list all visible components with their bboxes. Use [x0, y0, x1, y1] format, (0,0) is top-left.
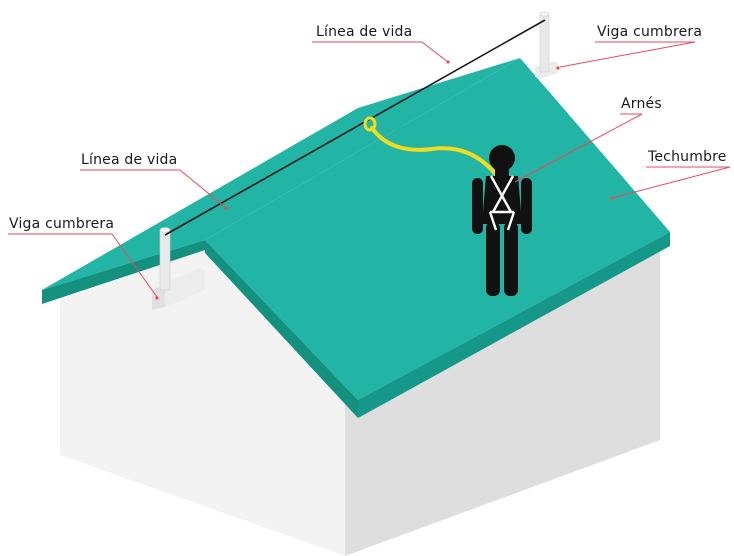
- label-techumbre: Techumbre: [647, 149, 727, 165]
- leader-dot-techumbre: [610, 196, 614, 200]
- leader-dot-linea-vida-left: [224, 206, 228, 210]
- label-linea-vida-top: Línea de vida: [316, 24, 412, 40]
- label-linea-vida-left: Línea de vida: [81, 152, 177, 168]
- leader-viga-left: [8, 233, 158, 298]
- harness-straps: [488, 175, 516, 231]
- roof-eave-edge: [358, 232, 670, 418]
- ridge-beam-left: [152, 227, 205, 310]
- post-left: [159, 229, 171, 291]
- ridge-beam-right: [535, 11, 560, 79]
- side-wall: [345, 250, 660, 556]
- label-viga-cumbrera-left: Viga cumbrera: [9, 216, 114, 232]
- beam-block-left: [160, 268, 205, 307]
- worker-figure: [472, 145, 532, 296]
- leader-linea-vida-top: [312, 41, 449, 63]
- label-arnes: Arnés: [621, 96, 662, 112]
- leader-dot-viga-right: [556, 66, 560, 70]
- roof-front-slope: [205, 58, 670, 400]
- leader-dot-linea-vida-top: [446, 60, 450, 64]
- leader-linea-vida-left: [80, 169, 227, 209]
- leader-dot-viga-left: [155, 296, 159, 300]
- leader-viga-top: [559, 41, 696, 68]
- lifeline-cable: [164, 19, 546, 236]
- leader-lines: [8, 41, 731, 298]
- leader-techumbre: [611, 166, 731, 199]
- leader-arnes: [514, 113, 643, 183]
- roof-front-slope-edge: [205, 240, 358, 418]
- lanyard: [363, 116, 502, 182]
- label-viga-cumbrera-top: Viga cumbrera: [597, 24, 702, 40]
